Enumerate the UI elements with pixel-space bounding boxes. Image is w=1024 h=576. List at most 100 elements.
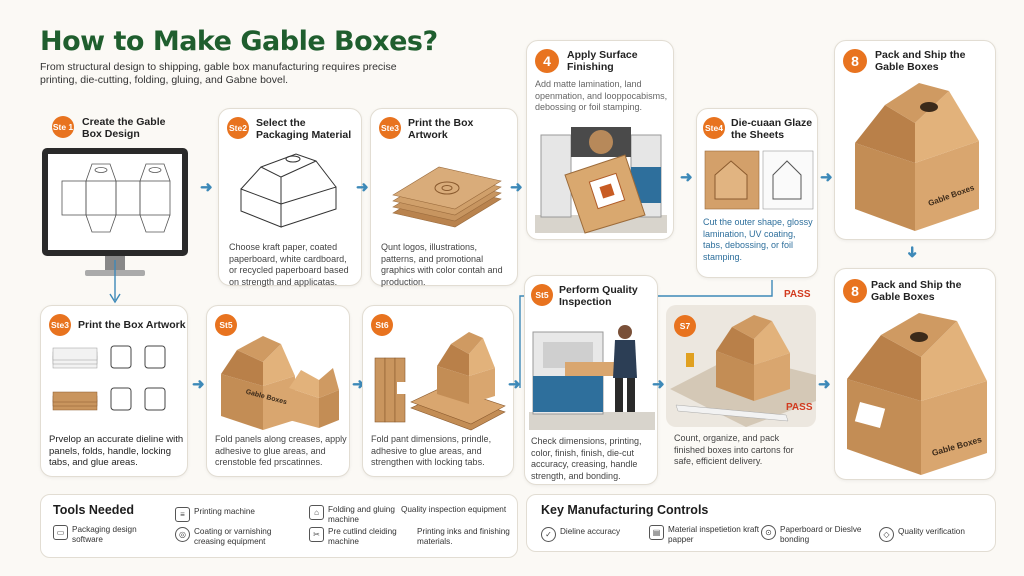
step-card-pack-ship-bottom: 8 Pack and Ship the Gable Boxes Gable Bo… bbox=[834, 268, 996, 480]
step-description: Check dimensions, printing, color, finis… bbox=[531, 436, 642, 481]
step-description: Add matte lamination, land openmation, a… bbox=[535, 79, 668, 112]
step-badge: St5 bbox=[215, 314, 237, 336]
tool-item: Quality inspection equipment bbox=[401, 505, 515, 515]
gable-box-large-illustration bbox=[847, 313, 987, 475]
step-badge: Ste3 bbox=[379, 117, 401, 139]
control-label: Quality verification bbox=[898, 527, 965, 536]
controls-panel: Key Manufacturing Controls ✓ Dieline accu… bbox=[526, 494, 996, 552]
step-badge: 4 bbox=[535, 49, 559, 73]
kraft-boxes-illustration bbox=[221, 336, 339, 430]
bond-icon: ⊙ bbox=[761, 525, 776, 540]
step-badge: S7 bbox=[674, 315, 696, 337]
tool-label: Pre cutlind cleiding machine bbox=[328, 527, 397, 546]
control-label: Dieline accuracy bbox=[560, 527, 621, 536]
step-description: Fold pant dimensions, prindle, adhesive … bbox=[371, 434, 492, 467]
tool-label: Printing inks and finishing materials. bbox=[417, 527, 510, 546]
step-card-assemble: St6 Fold pant dimensions, prindle, adhes… bbox=[362, 305, 514, 477]
step-card-select-material: Ste2 Select the Packaging Material Choos… bbox=[218, 108, 362, 287]
step-title: Create the Gable Box Design bbox=[82, 116, 166, 140]
tool-label: Coating or varnishing creasing equipment bbox=[194, 527, 272, 546]
roller-icon: ◎ bbox=[175, 527, 190, 542]
flow-arrow: ➜ bbox=[352, 376, 365, 393]
tools-title: Tools Needed bbox=[53, 503, 135, 517]
step-badge: St5 bbox=[531, 284, 553, 306]
monitor-dieline-illustration bbox=[42, 148, 188, 276]
laptop-icon: ▭ bbox=[53, 525, 68, 540]
control-item: ⊙ Paperboard or Dieslve bonding bbox=[761, 525, 871, 545]
step-title: Perform Quality Inspection bbox=[559, 284, 638, 308]
step-card-surface-finishing: 4 Apply Surface Finishing Add matte lami… bbox=[526, 40, 674, 240]
flow-arrow: ➜ bbox=[652, 376, 665, 393]
control-item: ✓ Dieline accuracy bbox=[541, 527, 641, 542]
step-badge: 8 bbox=[843, 49, 867, 73]
pass-label: PASS bbox=[784, 289, 811, 300]
step-title: Apply Surface Finishing bbox=[567, 49, 638, 73]
step-title: Print the Box Artwork bbox=[408, 117, 474, 141]
step-card-print-artwork: Ste3 Print the Box Artwork Qunt logos, i… bbox=[370, 108, 518, 287]
controls-title: Key Manufacturing Controls bbox=[541, 503, 709, 517]
flow-arrow: ➜ bbox=[356, 179, 369, 196]
step-title: Select the Packaging Material bbox=[256, 117, 352, 141]
flow-arrow: ➜ bbox=[200, 179, 213, 196]
lamination-machine-illustration bbox=[535, 127, 667, 234]
pass-label: PASS bbox=[786, 402, 813, 413]
step-description: Cut the outer shape, glossy lamination, … bbox=[703, 217, 813, 262]
step-title: Die-cuaan Glaze the Sheets bbox=[731, 117, 813, 141]
cutter-icon: ✂ bbox=[309, 527, 324, 542]
control-label: Material inspetietion kraft papper bbox=[668, 525, 760, 544]
tool-item: Printing inks and finishing materials. bbox=[417, 527, 515, 547]
step-description: Fold panels along creases, apply adhesiv… bbox=[215, 434, 347, 467]
control-item: ◇ Quality verification bbox=[879, 527, 989, 542]
step-card-pack-ship-top: 8 Pack and Ship the Gable Boxes Gable Bo… bbox=[834, 40, 996, 240]
step-badge: Ste4 bbox=[703, 117, 725, 139]
die-cut-sheets-illustration bbox=[704, 150, 814, 210]
tool-item: ⌂ Folding and gluing machine bbox=[309, 505, 409, 525]
step-card-fold-glue: St5 Gable Boxes Fold panels along crease… bbox=[206, 305, 350, 477]
step-title: Pack and Ship the Gable Boxes bbox=[875, 49, 966, 73]
page-title: How to Make Gable Boxes? bbox=[40, 26, 438, 57]
step-badge: 8 bbox=[843, 279, 867, 303]
step-badge: Ste 1 bbox=[52, 116, 74, 138]
check-icon: ✓ bbox=[541, 527, 556, 542]
step-description: Choose kraft paper, coated paperboard, w… bbox=[229, 242, 349, 287]
step-badge: Ste2 bbox=[227, 117, 249, 139]
step-badge: Ste3 bbox=[49, 314, 71, 336]
tool-label: Folding and gluing machine bbox=[328, 505, 395, 524]
page-subtitle: From structural design to shipping, gabl… bbox=[40, 61, 397, 86]
inspection-machine-illustration bbox=[529, 325, 655, 430]
document-icon: ▤ bbox=[649, 525, 664, 540]
step-description: Count, organize, and pack finished boxes… bbox=[674, 433, 794, 466]
tool-item: ✂ Pre cutlind cleiding machine bbox=[309, 527, 409, 547]
wireframe-box-illustration bbox=[240, 153, 337, 228]
tool-label: Printing machine bbox=[194, 507, 255, 516]
tool-item: ▭ Packaging design software bbox=[53, 525, 163, 545]
control-label: Paperboard or Dieslve bonding bbox=[780, 525, 862, 544]
step-card-print-artwork-2: Ste3 Print the Box Artwork Prvelop an ac… bbox=[40, 305, 188, 477]
step-badge: St6 bbox=[371, 314, 393, 336]
sheets-and-icons-illustration bbox=[52, 345, 166, 411]
tool-item: ≡Printing machine bbox=[175, 507, 291, 522]
step-title: Print the Box Artwork bbox=[78, 319, 186, 331]
step-description: Qunt logos, illustrations, patterns, and… bbox=[381, 242, 503, 287]
flow-arrow: ➜ bbox=[820, 169, 833, 186]
tools-panel: Tools Needed ▭Packaging design software … bbox=[40, 494, 518, 558]
tool-item: ◎ Coating or varnishing creasing equipmen… bbox=[175, 527, 291, 547]
printed-sheets-illustration bbox=[392, 166, 502, 228]
tool-label: Quality inspection equipment bbox=[401, 505, 507, 514]
flow-arrow: ➜ bbox=[818, 376, 831, 393]
step-card-quality-inspection: St5 Perform Quality Inspection Check dim… bbox=[524, 275, 658, 485]
fold-icon: ⌂ bbox=[309, 505, 324, 520]
step-description: Prvelop an accurate dieline with panels,… bbox=[49, 434, 184, 468]
gable-box-illustration bbox=[855, 83, 979, 231]
flow-arrow: ➜ bbox=[680, 169, 693, 186]
tool-label: Packaging design software bbox=[72, 525, 137, 544]
step-title: Pack and Ship the Gable Boxes bbox=[871, 279, 962, 303]
flat-boxes-illustration bbox=[374, 332, 506, 431]
step-card-die-cut: Ste4 Die-cuaan Glaze the Sheets Cut the … bbox=[696, 108, 818, 278]
flow-arrow: ➜ bbox=[508, 376, 521, 393]
flow-arrow: ➜ bbox=[192, 376, 205, 393]
boxes-on-table-illustration bbox=[666, 305, 816, 427]
shield-check-icon: ◇ bbox=[879, 527, 894, 542]
control-item: ▤ Material inspetietion kraft papper bbox=[649, 525, 759, 545]
step-card-count-pack: S7 Count, organize, and pack finished bo… bbox=[666, 305, 816, 477]
